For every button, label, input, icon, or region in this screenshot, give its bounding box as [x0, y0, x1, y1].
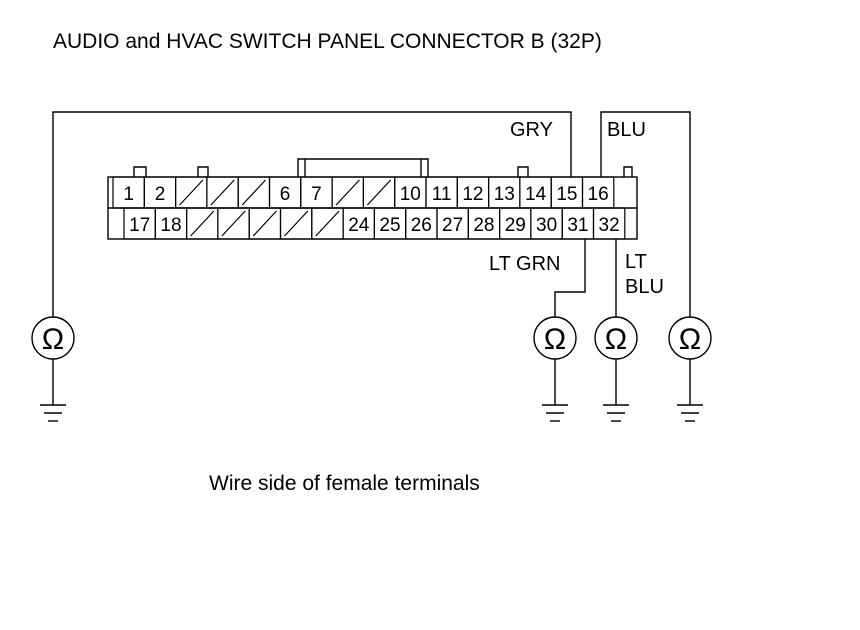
- terminal-label: 12: [462, 184, 483, 205]
- terminal-label: 2: [155, 184, 166, 205]
- terminal-32: [592, 207, 626, 240]
- terminal-label: 7: [311, 184, 322, 205]
- terminal-blank-slash: [241, 179, 266, 206]
- terminal-label: 28: [473, 215, 494, 236]
- terminal-label: 15: [556, 184, 577, 205]
- terminal-label: 14: [525, 184, 547, 205]
- terminal-label: 13: [494, 184, 515, 205]
- wire-lt-grn: [554, 239, 586, 317]
- terminal-label: 17: [129, 215, 150, 236]
- wire-label-blu: BLU: [607, 119, 646, 141]
- terminal-label: 29: [505, 215, 526, 236]
- terminal-label: 24: [348, 215, 370, 236]
- ohmmeter-lt-grn: Ω: [533, 316, 577, 422]
- wire-label-gry: GRY: [510, 119, 553, 141]
- terminal-label: 26: [411, 215, 432, 236]
- terminal-blank-slash: [210, 179, 235, 206]
- terminal-label: 1: [123, 184, 134, 205]
- connector-tab: [517, 166, 529, 177]
- terminal-blank-slash: [179, 179, 204, 206]
- wire-label-lt-blu-line2: BLU: [625, 276, 664, 298]
- terminal-blank-slash: [366, 179, 392, 206]
- connector-tab: [623, 166, 633, 177]
- ohm-symbol: Ω: [42, 323, 64, 356]
- terminal-blank-slash: [221, 210, 246, 237]
- diagram-caption: Wire side of female terminals: [209, 472, 480, 495]
- wire-gry: [52, 111, 572, 317]
- terminal-label: 10: [400, 184, 421, 205]
- connector-lock: [297, 158, 429, 177]
- terminal-label: 11: [432, 184, 452, 205]
- terminal-label: 27: [442, 215, 463, 236]
- ohm-symbol: Ω: [544, 323, 566, 356]
- ohmmeter-lt-blu: Ω: [594, 316, 638, 422]
- diagram-title: AUDIO and HVAC SWITCH PANEL CONNECTOR B …: [53, 30, 602, 53]
- terminal-label: 16: [588, 184, 609, 205]
- terminal-blank-slash: [252, 210, 277, 237]
- wire-label-lt-grn: LT GRN: [489, 253, 561, 275]
- terminal-blank-slash: [335, 179, 360, 206]
- terminal-label: 30: [536, 215, 557, 236]
- terminal-blank-slash: [190, 210, 215, 237]
- ohmmeter-body-ground: Ω: [31, 316, 75, 422]
- ohmmeter-blu: Ω: [668, 316, 712, 422]
- terminal-label: 18: [160, 215, 181, 236]
- connector-tab: [133, 166, 147, 177]
- wire-label-lt-blu-line1: LT: [625, 251, 647, 273]
- terminal-label: 6: [280, 184, 291, 205]
- terminal-label: 32: [599, 215, 620, 236]
- connector-tab: [197, 166, 209, 177]
- wire-blu: [600, 111, 691, 317]
- terminal-label: 25: [379, 215, 400, 236]
- ohm-symbol: Ω: [679, 323, 701, 356]
- terminal-blank-slash: [315, 210, 340, 237]
- terminal-blank-slash: [284, 210, 309, 237]
- ohm-symbol: Ω: [605, 323, 627, 356]
- terminal-label: 31: [567, 215, 588, 236]
